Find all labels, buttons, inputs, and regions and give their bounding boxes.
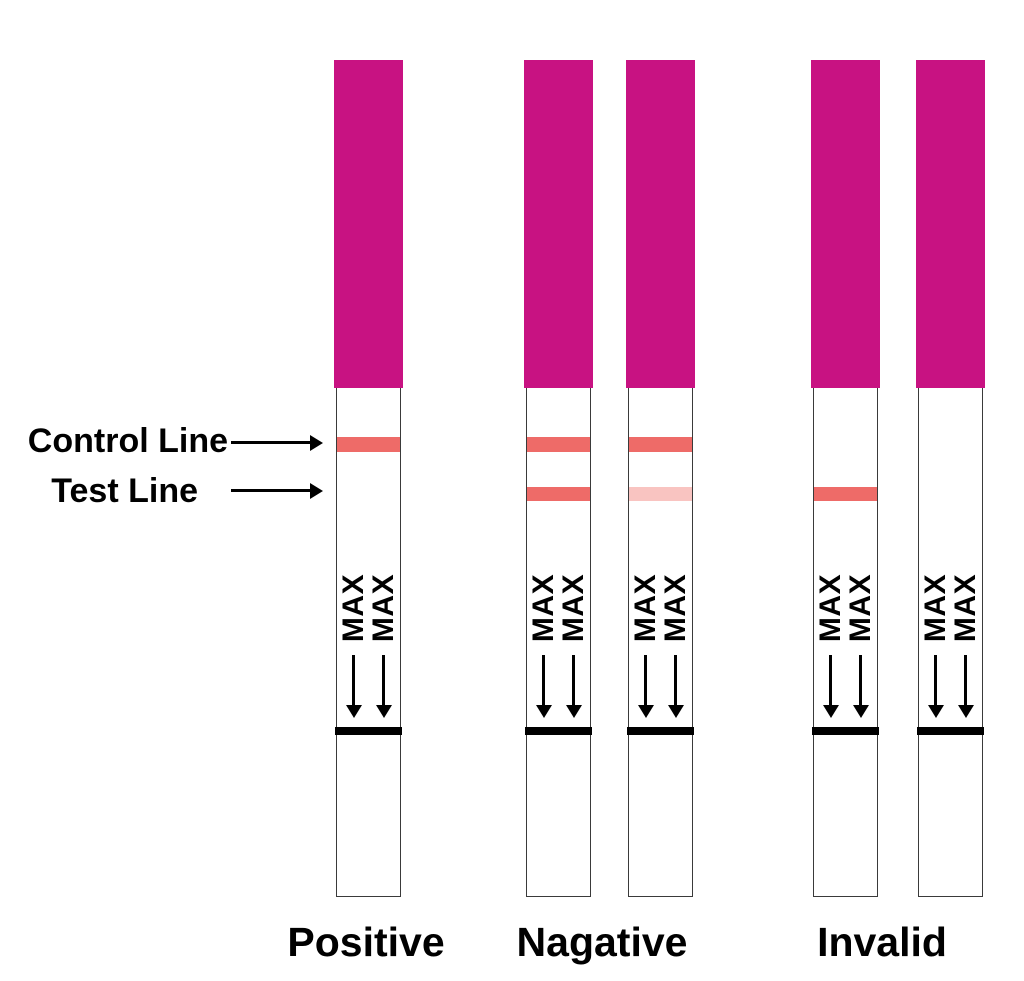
max-fill-line: [335, 727, 402, 735]
max-marker: MAX: [336, 573, 370, 705]
max-marker: MAX: [556, 573, 590, 705]
down-arrow-icon: [352, 655, 355, 705]
max-label: MAX: [813, 573, 847, 643]
down-arrow-icon: [382, 655, 385, 705]
max-marker: MAX: [813, 573, 847, 705]
test-line: [527, 487, 590, 501]
down-arrow-icon: [829, 655, 832, 705]
strip-sample-pad: [334, 60, 403, 388]
strip-sample-pad: [524, 60, 593, 388]
max-fill-line: [627, 727, 694, 735]
strip-result-window: MAX MAX: [812, 388, 879, 897]
max-label: MAX: [948, 573, 982, 643]
down-arrow-icon: [964, 655, 967, 705]
max-label: MAX: [843, 573, 877, 643]
strip-result-window: MAX MAX: [525, 388, 592, 897]
down-arrow-icon: [859, 655, 862, 705]
down-arrow-icon: [572, 655, 575, 705]
strip-sample-pad: [811, 60, 880, 388]
strip-result-window: MAX MAX: [627, 388, 694, 897]
max-fill-markers: MAX MAX: [814, 574, 877, 705]
max-marker: MAX: [628, 573, 662, 705]
test-line-arrow-icon: [231, 489, 311, 492]
max-label: MAX: [366, 573, 400, 643]
max-label-box: MAX: [948, 573, 982, 643]
control-line: [629, 437, 692, 452]
max-fill-markers: MAX MAX: [629, 574, 692, 705]
result-label: Positive: [287, 919, 445, 965]
max-fill-markers: MAX MAX: [337, 574, 400, 705]
test-strip: MAX MAX: [916, 60, 985, 897]
max-label: MAX: [336, 573, 370, 643]
max-label: MAX: [918, 573, 952, 643]
max-marker: MAX: [948, 573, 982, 705]
max-label: MAX: [556, 573, 590, 643]
test-line: [814, 487, 877, 501]
strip-result-window: MAX MAX: [335, 388, 402, 897]
test-strip: MAX MAX: [811, 60, 880, 897]
result-label: Nagative: [516, 919, 688, 965]
max-label: MAX: [628, 573, 662, 643]
test-line-label: Test Line: [51, 472, 198, 510]
test-line: [629, 487, 692, 501]
test-strip: MAX MAX: [524, 60, 593, 897]
control-line: [527, 437, 590, 452]
max-label-box: MAX: [556, 573, 590, 643]
strip-sample-pad: [626, 60, 695, 388]
test-strip: MAX MAX: [334, 60, 403, 897]
test-strip: MAX MAX: [626, 60, 695, 897]
down-arrow-icon: [674, 655, 677, 705]
control-line: [337, 437, 400, 452]
max-label-box: MAX: [843, 573, 877, 643]
max-fill-line: [917, 727, 984, 735]
max-label-box: MAX: [336, 573, 370, 643]
strip-sample-pad: [916, 60, 985, 388]
max-label: MAX: [526, 573, 560, 643]
max-label-box: MAX: [658, 573, 692, 643]
max-fill-markers: MAX MAX: [527, 574, 590, 705]
max-fill-markers: MAX MAX: [919, 574, 982, 705]
max-label-box: MAX: [366, 573, 400, 643]
result-label: Invalid: [817, 919, 947, 965]
max-fill-line: [812, 727, 879, 735]
max-marker: MAX: [366, 573, 400, 705]
max-fill-line: [525, 727, 592, 735]
max-marker: MAX: [843, 573, 877, 705]
max-label-box: MAX: [918, 573, 952, 643]
max-marker: MAX: [918, 573, 952, 705]
max-label: MAX: [658, 573, 692, 643]
max-label-box: MAX: [526, 573, 560, 643]
control-line-label: Control Line: [27, 422, 228, 460]
control-line-arrow-icon: [231, 441, 311, 444]
down-arrow-icon: [644, 655, 647, 705]
max-label-box: MAX: [628, 573, 662, 643]
max-marker: MAX: [526, 573, 560, 705]
strip-result-window: MAX MAX: [917, 388, 984, 897]
down-arrow-icon: [542, 655, 545, 705]
max-label-box: MAX: [813, 573, 847, 643]
down-arrow-icon: [934, 655, 937, 705]
max-marker: MAX: [658, 573, 692, 705]
